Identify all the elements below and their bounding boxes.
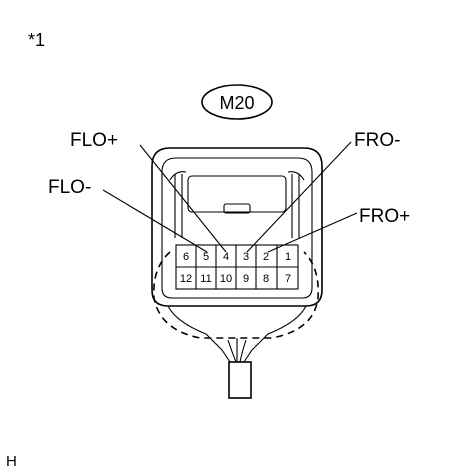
connector-name-badge: M20 [201,84,273,120]
leader-fro-plus [267,212,358,253]
pin-label: 5 [203,251,209,263]
wire-bundle [153,251,320,399]
connector-body [151,147,323,307]
leader-flo-plus [139,144,227,253]
callout-fro-plus: FRO+ [359,206,410,227]
connector-name: M20 [219,93,254,113]
leader-flo-minus [102,189,208,253]
callout-leader-lines [102,141,358,253]
callout-flo-minus: FLO- [48,177,91,198]
callout-flo-plus: FLO+ [70,130,118,151]
pin-label: 7 [285,273,291,285]
pin-label: 10 [220,273,232,285]
pin-label: 8 [263,273,269,285]
leader-fro-minus [246,141,352,253]
pin-label: 3 [243,251,249,263]
pin-label: 12 [180,273,192,285]
pin-label: 6 [183,251,189,263]
figure-note: *1 [28,30,45,50]
pin-label: 9 [243,273,249,285]
pin-label: 1 [285,251,291,263]
pin-label: 11 [200,273,211,285]
pin-grid: 6 5 4 3 2 1 12 11 10 9 8 7 [176,245,298,289]
pin-label: 4 [223,251,229,263]
corner-code: H [6,453,17,470]
pin-label: 2 [263,251,269,263]
callout-fro-minus: FRO- [354,130,400,151]
